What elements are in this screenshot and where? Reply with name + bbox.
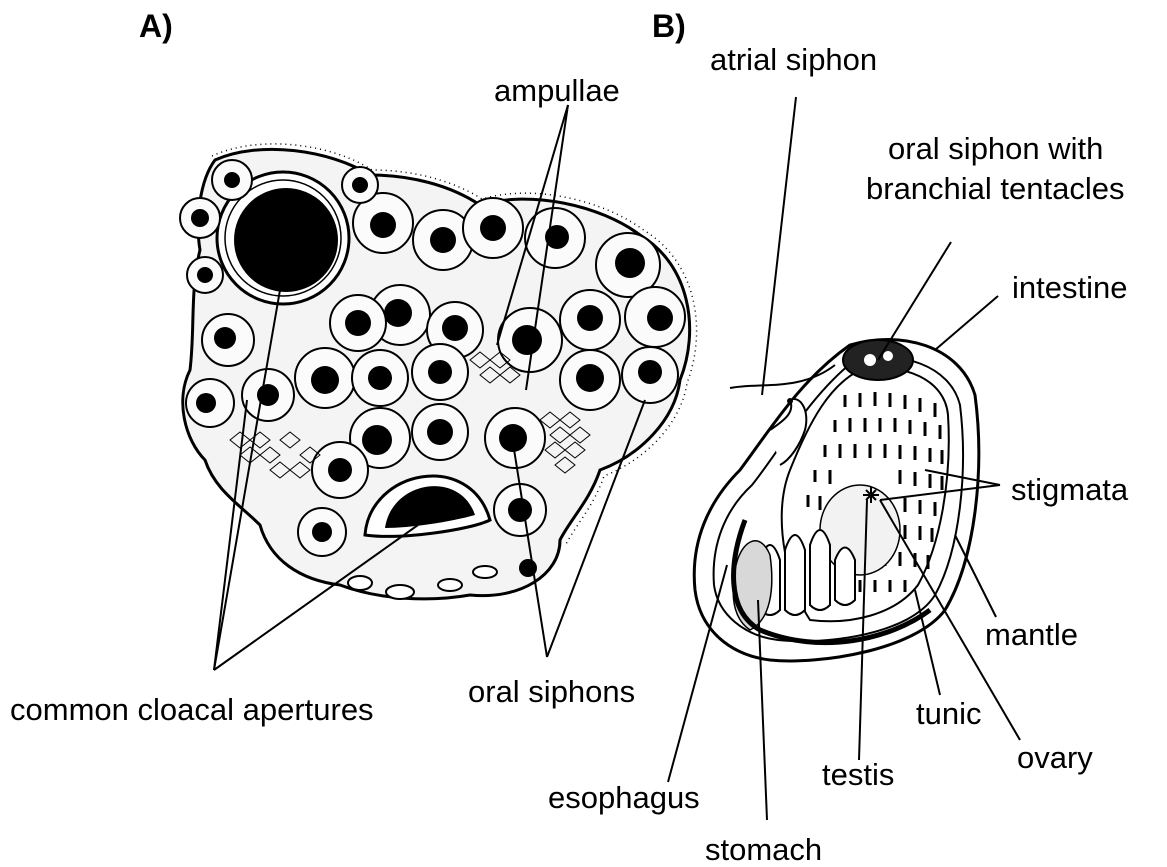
label-testis: testis	[822, 757, 894, 792]
label-esophagus: esophagus	[548, 780, 700, 815]
colony-illustration	[180, 144, 697, 599]
label-oral-siphons: oral siphons	[468, 674, 635, 709]
label-atrial-siphon: atrial siphon	[710, 42, 877, 77]
label-stigmata: stigmata	[1011, 472, 1129, 507]
panel-label-a: A)	[139, 8, 173, 44]
label-mantle: mantle	[985, 617, 1078, 652]
label-tunic: tunic	[916, 696, 981, 731]
label-oral-siphon-line2: branchial tentacles	[866, 171, 1125, 206]
label-oral-siphon-line1: oral siphon with	[888, 131, 1103, 166]
label-stomach: stomach	[705, 832, 822, 867]
label-intestine: intestine	[1012, 270, 1127, 305]
label-common-cloacal-apertures: common cloacal apertures	[10, 692, 374, 727]
label-ampullae: ampullae	[494, 73, 620, 108]
label-ovary: ovary	[1017, 740, 1093, 775]
panel-label-b: B)	[652, 8, 686, 44]
